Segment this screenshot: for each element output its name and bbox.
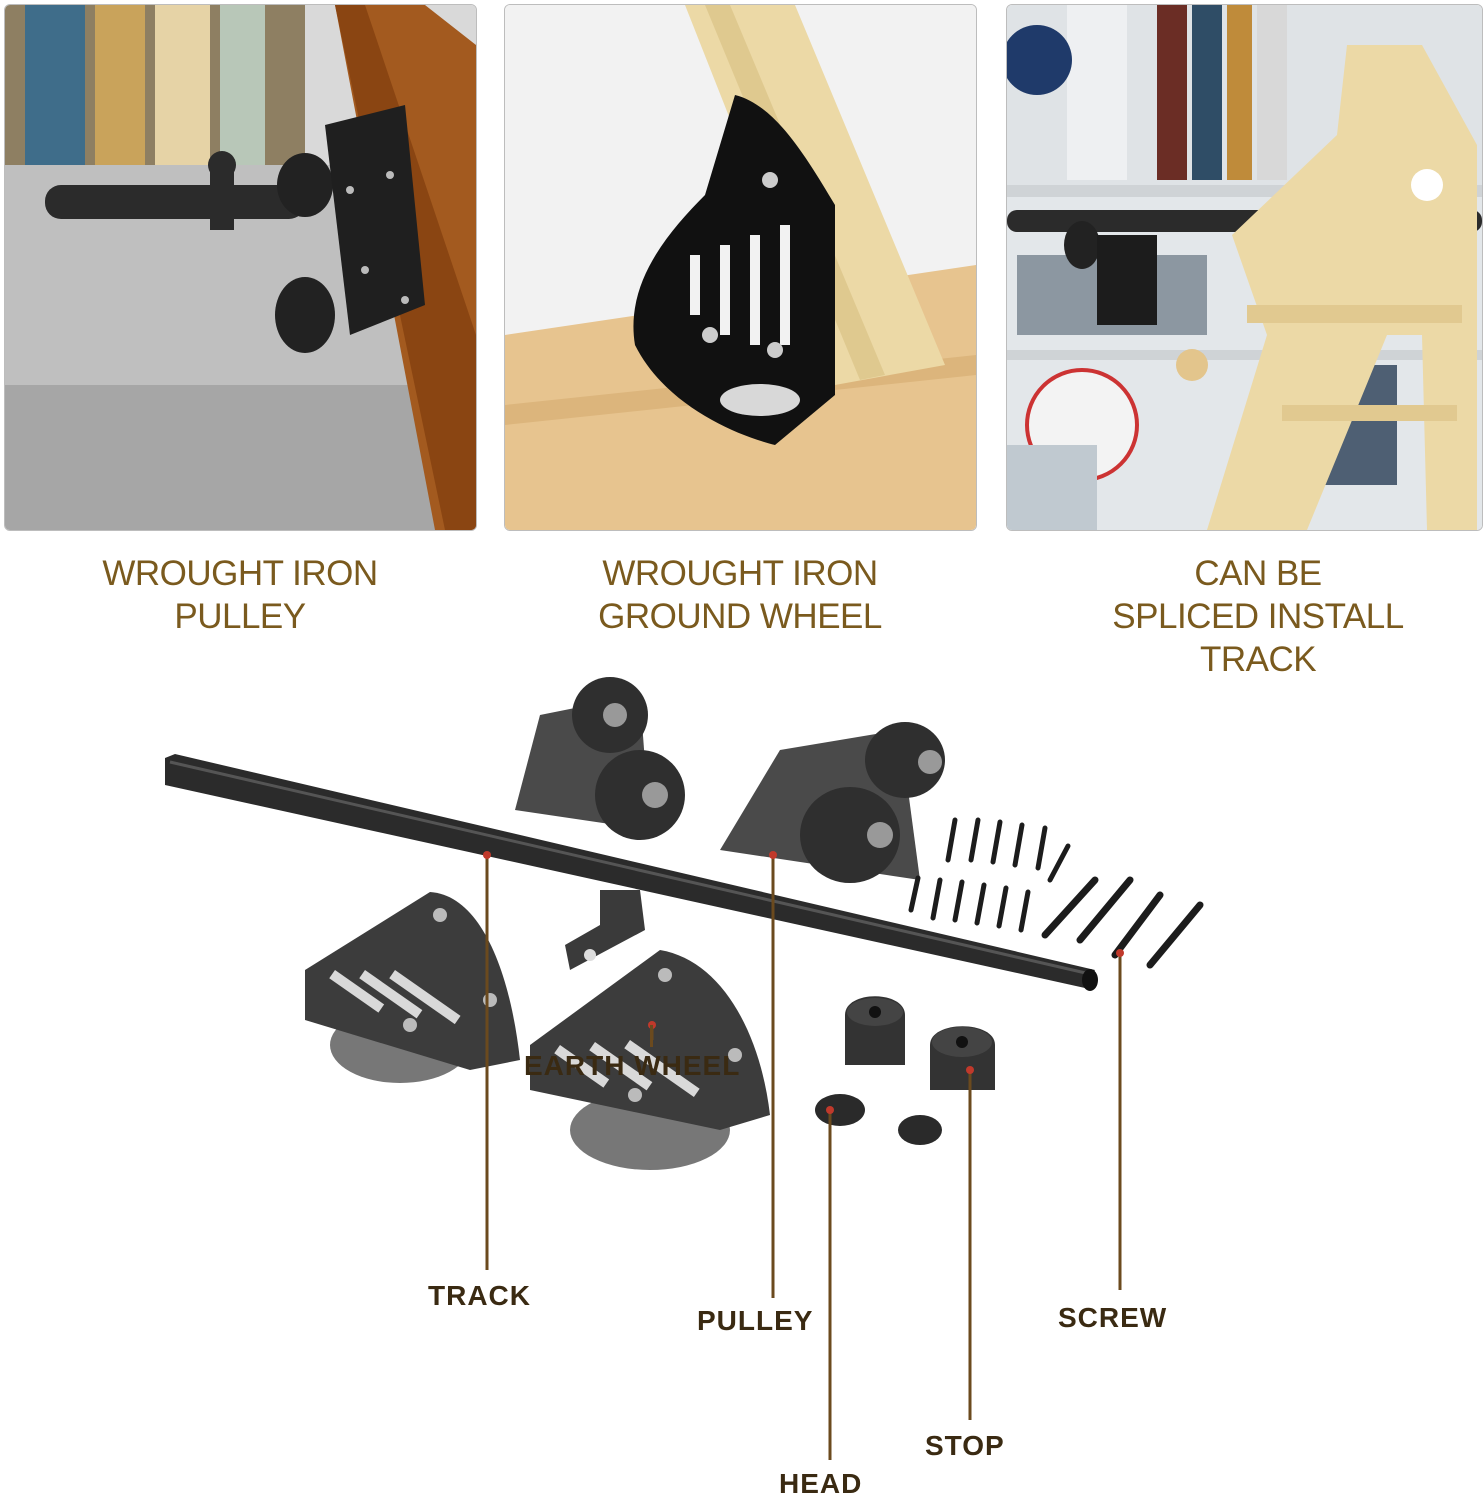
track-rod: [165, 754, 1098, 991]
earth-wheel-part: [305, 892, 520, 1083]
track-label: TRACK: [428, 1280, 531, 1311]
earth-wheel-label: EARTH WHEEL: [524, 1050, 741, 1081]
stop-part: [845, 996, 995, 1090]
stop-marker: [966, 1066, 974, 1074]
caption-line: SPLICED INSTALL: [1112, 597, 1404, 636]
caption-line: WROUGHT IRON: [102, 554, 378, 593]
head-label: HEAD: [779, 1468, 863, 1499]
track-marker: [483, 851, 491, 859]
caption-line: WROUGHT IRON: [602, 554, 878, 593]
screw-label: SCREW: [1058, 1302, 1168, 1333]
pulley-caption: WROUGHT IRON PULLEY: [0, 552, 480, 638]
parts-diagram: [0, 670, 1483, 1500]
ground-wheel-caption: WROUGHT IRON GROUND WHEEL: [500, 552, 980, 638]
track-photo: [1006, 4, 1483, 531]
earth-wheel-leader-extension: [650, 1025, 653, 1047]
pulley-part: [720, 722, 945, 883]
caption-line: CAN BE: [1194, 554, 1322, 593]
stop-label: STOP: [925, 1430, 1005, 1461]
track-bracket: [565, 890, 645, 970]
caption-line: GROUND WHEEL: [598, 597, 882, 636]
pulley-part: [515, 677, 685, 840]
caption-line: PULLEY: [174, 597, 306, 636]
ground-wheel-photo: [504, 4, 977, 531]
pulley-marker: [769, 851, 777, 859]
caption-line: TRACK: [1199, 640, 1317, 679]
screw-marker: [1116, 949, 1124, 957]
track-caption: CAN BE SPLICED INSTALL TRACK: [1018, 552, 1483, 681]
screw-set: [908, 817, 1204, 969]
head-marker: [826, 1106, 834, 1114]
pulley-photo: [4, 4, 477, 531]
head-part: [815, 1094, 942, 1145]
pulley-label: PULLEY: [697, 1305, 814, 1336]
